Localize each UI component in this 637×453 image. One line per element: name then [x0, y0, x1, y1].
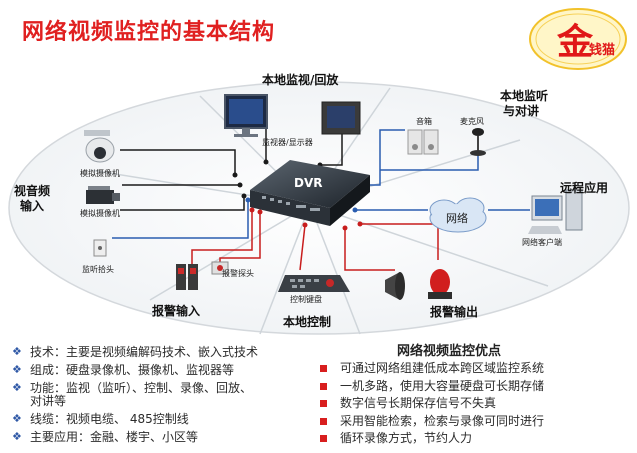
dvr-label: DVR: [294, 176, 323, 190]
siren-horn-icon: [385, 272, 405, 300]
section-local-monitor: 本地监视/回放: [262, 72, 339, 87]
list-item: 循环录像方式，节约人力: [318, 430, 544, 448]
crt-monitor-icon: [321, 101, 361, 135]
list-item: 可通过网络组建低成本跨区域监控系统: [318, 360, 544, 378]
section-av-input-line1: 视音频: [14, 183, 50, 198]
logo-main-char: 金: [556, 21, 594, 63]
square-bullet-icon: [320, 400, 327, 407]
list-item: ❖线缆：视频电缆、 485控制线: [12, 412, 189, 426]
section-local-control: 本地控制: [283, 314, 331, 329]
square-bullet-icon: [320, 382, 327, 390]
list-item: 数字信号长期保存信号不失真: [318, 395, 544, 413]
listen-probe-icon: [93, 239, 107, 257]
network-cloud-icon: [429, 197, 487, 233]
section-remote-app: 远程应用: [560, 180, 608, 195]
composition-list: ❖技术：主要是视频编解码技术、嵌入式技术 ❖组成：硬盘录像机、摄像机、监视器等 …: [10, 343, 258, 446]
label-listen-probe: 监听拾头: [82, 264, 114, 274]
label-control-keyboard: 控制键盘: [290, 294, 322, 304]
connections-blue: [112, 129, 530, 239]
label-monitor-display: 监视器/显示器: [262, 137, 313, 147]
square-bullet-icon: [320, 365, 327, 372]
diamond-bullet-icon: ❖: [12, 345, 22, 358]
diamond-bullet-icon: ❖: [12, 363, 22, 376]
list-item: ❖主要应用：金融、楼宇、小区等: [12, 430, 199, 444]
list-item: ❖技术：主要是视频编解码技术、嵌入式技术: [12, 345, 259, 359]
section-alarm-output: 报警输出: [430, 304, 478, 319]
lcd-monitor-icon: [224, 94, 268, 137]
microphone-icon: [470, 128, 486, 156]
label-camera-2: 模拟摄像机: [80, 208, 120, 218]
square-bullet-icon: [320, 435, 327, 442]
advantages-list: 可通过网络组建低成本跨区域监控系统 一机多路，使用大容量硬盘可长期存储 数字信号…: [318, 360, 544, 448]
list-item: ❖组成：硬盘录像机、摄像机、监视器等: [12, 363, 235, 377]
section-local-listen-line2: 与对讲: [503, 103, 539, 118]
label-alarm-probe: 报警探头: [222, 268, 254, 278]
diamond-bullet-icon: ❖: [12, 381, 22, 394]
connections-black: [120, 128, 343, 211]
dvr-device: DVR: [250, 160, 370, 226]
diamond-bullet-icon: ❖: [12, 412, 22, 425]
section-av-input-line2: 输入: [20, 198, 44, 213]
list-item-continuation: 对讲等: [30, 394, 67, 408]
control-keyboard-icon: [278, 275, 350, 292]
list-item: 采用智能检索，检索与录像可同时进行: [318, 413, 544, 431]
alarm-probe-icon: [176, 261, 229, 290]
diamond-bullet-icon: ❖: [12, 430, 22, 443]
page-title: 网络视频监控的基本结构: [22, 20, 276, 45]
label-camera-1: 模拟摄像机: [80, 168, 120, 178]
list-item: 一机多路，使用大容量硬盘可长期存储: [318, 378, 544, 396]
section-local-listen-line1: 本地监听: [500, 88, 548, 103]
box-camera-icon: [86, 186, 120, 204]
logo: 金 钱猫: [527, 2, 629, 74]
square-bullet-icon: [320, 417, 327, 425]
dome-camera-icon: [84, 130, 115, 163]
label-speaker-box: 音箱: [416, 116, 432, 126]
alarm-light-icon: [428, 269, 452, 299]
network-client-pc-icon: [528, 189, 583, 234]
list-item: ❖功能：监视（监听）、控制、录像、回放、: [12, 381, 253, 395]
section-alarm-input: 报警输入: [152, 303, 200, 318]
label-microphone: 麦克风: [460, 116, 484, 126]
label-network: 网络: [446, 211, 468, 225]
logo-sub-chars: 钱猫: [589, 42, 615, 58]
label-network-client: 网络客户端: [522, 237, 562, 247]
speaker-icon: [407, 129, 439, 155]
advantages-title: 网络视频监控优点: [397, 344, 502, 359]
